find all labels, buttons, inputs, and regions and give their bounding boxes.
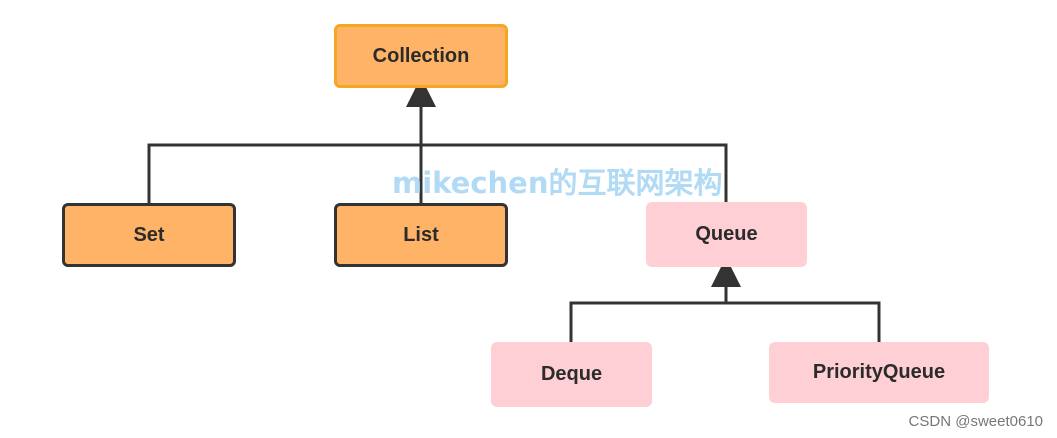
queue-label: Queue (695, 223, 758, 245)
set-node: Set (62, 203, 236, 267)
collection-label: Collection (372, 44, 470, 67)
collection-node: Collection (334, 24, 508, 88)
priority-queue-label: PriorityQueue (812, 361, 946, 383)
list-node: List (334, 203, 508, 267)
watermark-text: mikechen的互联网架构 (392, 166, 723, 200)
connector-set (147, 143, 421, 204)
priority-queue-node: PriorityQueue (769, 342, 989, 403)
deque-node: Deque (491, 342, 652, 407)
queue-node: Queue (646, 202, 807, 267)
set-label: Set (133, 223, 165, 246)
deque-label: Deque (540, 363, 603, 385)
credit-text: CSDN @sweet0610 (908, 413, 1043, 430)
connector-queue (421, 143, 728, 202)
list-label: List (403, 223, 439, 246)
connector-deque (569, 301, 726, 343)
connector-priority-queue (726, 301, 881, 343)
